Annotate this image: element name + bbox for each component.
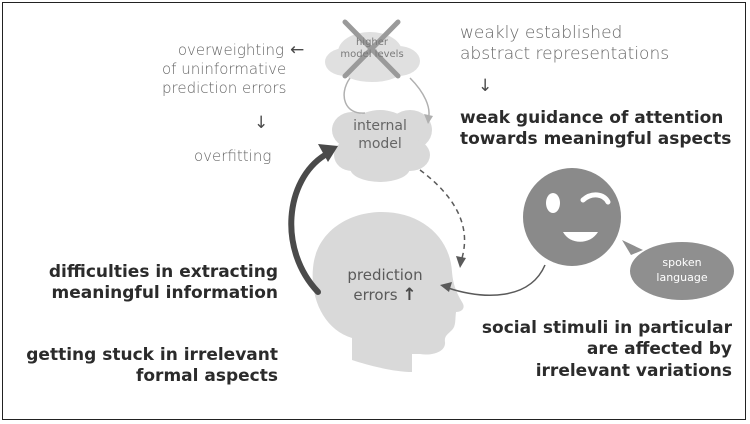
speech-bubble xyxy=(622,240,734,300)
stuck-line-2: formal aspects xyxy=(135,366,278,387)
head-silhouette xyxy=(312,212,464,372)
weakly-established-annotation: weakly established abstract representati… xyxy=(460,23,669,66)
prediction-errors-line-2-wrap: errors ↑ xyxy=(330,285,440,306)
overfitting-annotation: overfitting xyxy=(194,147,272,165)
dashed-arrow-head xyxy=(456,256,466,268)
left-arrow-icon: ← xyxy=(290,40,305,60)
spoken-language-line-1: spoken xyxy=(662,256,702,269)
thick-arrow-head xyxy=(318,144,338,162)
overweighting-line-3: prediction errors xyxy=(162,78,287,97)
spoken-language-label: spoken language xyxy=(640,256,724,286)
internal-model-line-1: internal xyxy=(353,118,407,134)
internal-model-cloud xyxy=(332,110,432,182)
up-arrow-icon: ↑ xyxy=(402,284,417,305)
thick-arrow-errors-to-model xyxy=(288,152,328,295)
social-stimuli-line-3: irrelevant variations xyxy=(535,360,732,381)
higher-model-levels-label: higher model levels xyxy=(340,37,404,60)
weakly-established-line-1: weakly established xyxy=(460,23,623,43)
stuck-annotation: getting stuck in irrelevant formal aspec… xyxy=(14,345,278,388)
social-stimuli-line-2: are affected by xyxy=(586,339,732,360)
prediction-errors-label: prediction errors ↑ xyxy=(330,266,440,306)
winking-face-icon xyxy=(523,168,621,266)
weak-guidance-annotation: weak guidance of attention towards meani… xyxy=(460,108,731,151)
stuck-line-1: getting stuck in irrelevant xyxy=(26,345,278,365)
figure-frame xyxy=(2,2,746,420)
prediction-errors-line-2: errors xyxy=(353,285,398,304)
x-mark-icon xyxy=(342,19,401,79)
overweighting-annotation: overweighting of uninformative predictio… xyxy=(162,41,287,97)
internal-model-line-2: model xyxy=(358,135,402,152)
down-arrow-icon: ↓ xyxy=(254,113,269,133)
arrow-social-to-errors xyxy=(447,264,546,296)
difficulties-annotation: difficulties in extracting meaningful in… xyxy=(24,262,278,305)
prediction-errors-line-1: prediction xyxy=(347,266,423,284)
overweighting-line-2: of uninformative xyxy=(162,59,287,78)
weak-guidance-line-2: towards meaningful aspects xyxy=(460,129,732,150)
loop-arrow-head xyxy=(424,114,433,124)
down-arrow-icon-right: ↓ xyxy=(478,76,493,96)
difficulties-line-2: meaningful information xyxy=(51,283,278,304)
weakly-established-line-2: abstract representations xyxy=(460,44,670,65)
overweighting-line-1: overweighting xyxy=(177,41,284,59)
social-stimuli-line-1: social stimuli in particular xyxy=(481,318,732,338)
spoken-language-line-2: language xyxy=(656,270,708,284)
difficulties-line-1: difficulties in extracting xyxy=(48,262,278,282)
social-arrow-head xyxy=(440,282,452,292)
weak-guidance-line-1: weak guidance of attention xyxy=(460,108,724,128)
social-stimuli-annotation: social stimuli in particular are affecte… xyxy=(460,318,732,382)
internal-model-label: internal model xyxy=(340,118,420,153)
